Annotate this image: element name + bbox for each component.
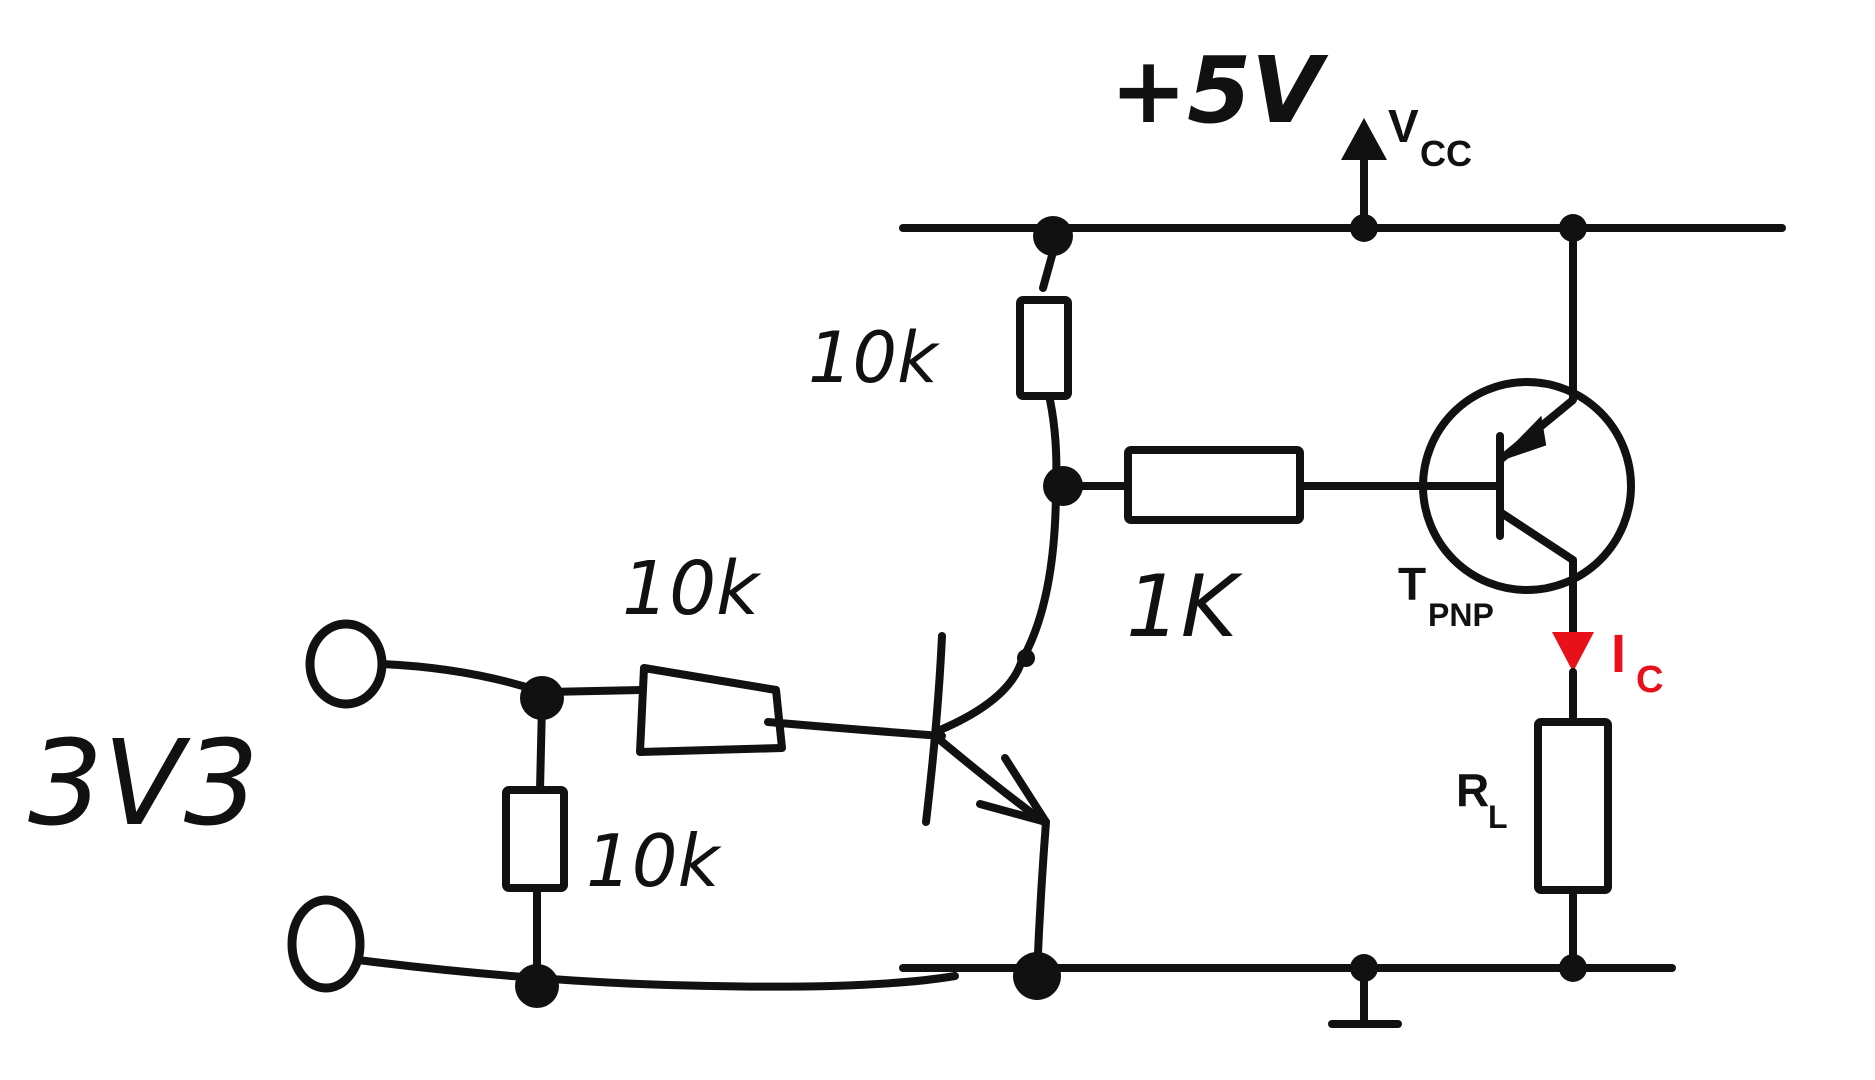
vcc-junction-dot — [1350, 214, 1378, 242]
npn-base-bar — [922, 632, 946, 826]
npn-collector-joint-dot — [1017, 649, 1035, 667]
load-resistor-label-sub: L — [1488, 799, 1508, 835]
pnp-transistor: T PNP — [1398, 224, 1635, 640]
npn-emitter-arrow-icon — [976, 754, 1050, 826]
ground-junction-dot — [1350, 954, 1378, 982]
collector-current-label-main: I — [1611, 624, 1626, 684]
npn-transistor — [922, 482, 1060, 980]
input-terminals: 3V3 — [28, 619, 564, 993]
load-resistor-body — [1534, 718, 1612, 894]
input-terminal-bottom-icon[interactable] — [287, 895, 365, 993]
npn-emitter-wire — [1033, 818, 1050, 980]
load-resistor-label-main: R — [1456, 764, 1489, 816]
collector-current-label-sub: C — [1636, 659, 1663, 701]
supply-rail — [899, 118, 1786, 256]
collector-current: I C — [1552, 624, 1663, 726]
base-resistor-body — [1124, 446, 1304, 524]
ground-rail — [354, 952, 1676, 1028]
input-junction-dot — [520, 676, 564, 720]
pullup-top-junction-dot — [1033, 216, 1073, 256]
vcc-label-main: V — [1388, 100, 1419, 152]
pnp-transistor-circle — [1419, 378, 1635, 594]
vcc-label-sub: CC — [1420, 133, 1472, 174]
npn-collector-lead — [936, 648, 1030, 734]
pnp-emitter-arrow-icon — [1501, 415, 1547, 460]
pullup-top-lead — [1039, 248, 1057, 292]
input-top-wire — [378, 660, 546, 696]
supply-voltage-label: +5V — [1110, 37, 1329, 144]
base-series-resistor-label: 1K — [1126, 557, 1244, 657]
input-series-resistor: 10k — [543, 546, 946, 756]
input-voltage-label: 3V3 — [28, 714, 259, 852]
input-ground-wire — [354, 956, 959, 991]
input-resistor-right-lead — [764, 718, 946, 740]
pnp-label-sub: PNP — [1428, 597, 1494, 633]
input-resistor-body — [636, 664, 786, 756]
input-divider-resistor: 10k — [502, 700, 723, 990]
npn-collector-wire — [1018, 482, 1060, 664]
pullup-resistor-label: 10k — [808, 317, 940, 399]
input-terminal-top-icon[interactable] — [305, 619, 387, 709]
input-divider-resistor-label: 10k — [586, 819, 723, 903]
input-series-resistor-label: 10k — [622, 546, 762, 632]
pnp-label-main: T — [1398, 558, 1426, 610]
pnp-collector-lead — [1496, 508, 1577, 640]
load-resistor: R L — [1456, 718, 1612, 972]
vcc-arrow-icon — [1341, 118, 1387, 160]
pullup-resistor-body — [1016, 296, 1072, 400]
pullup-resistor: 10k — [808, 248, 1072, 490]
base-series-resistor: 1K — [1059, 446, 1500, 657]
collector-current-arrow-icon — [1552, 632, 1594, 672]
divider-resistor-body — [502, 786, 568, 892]
